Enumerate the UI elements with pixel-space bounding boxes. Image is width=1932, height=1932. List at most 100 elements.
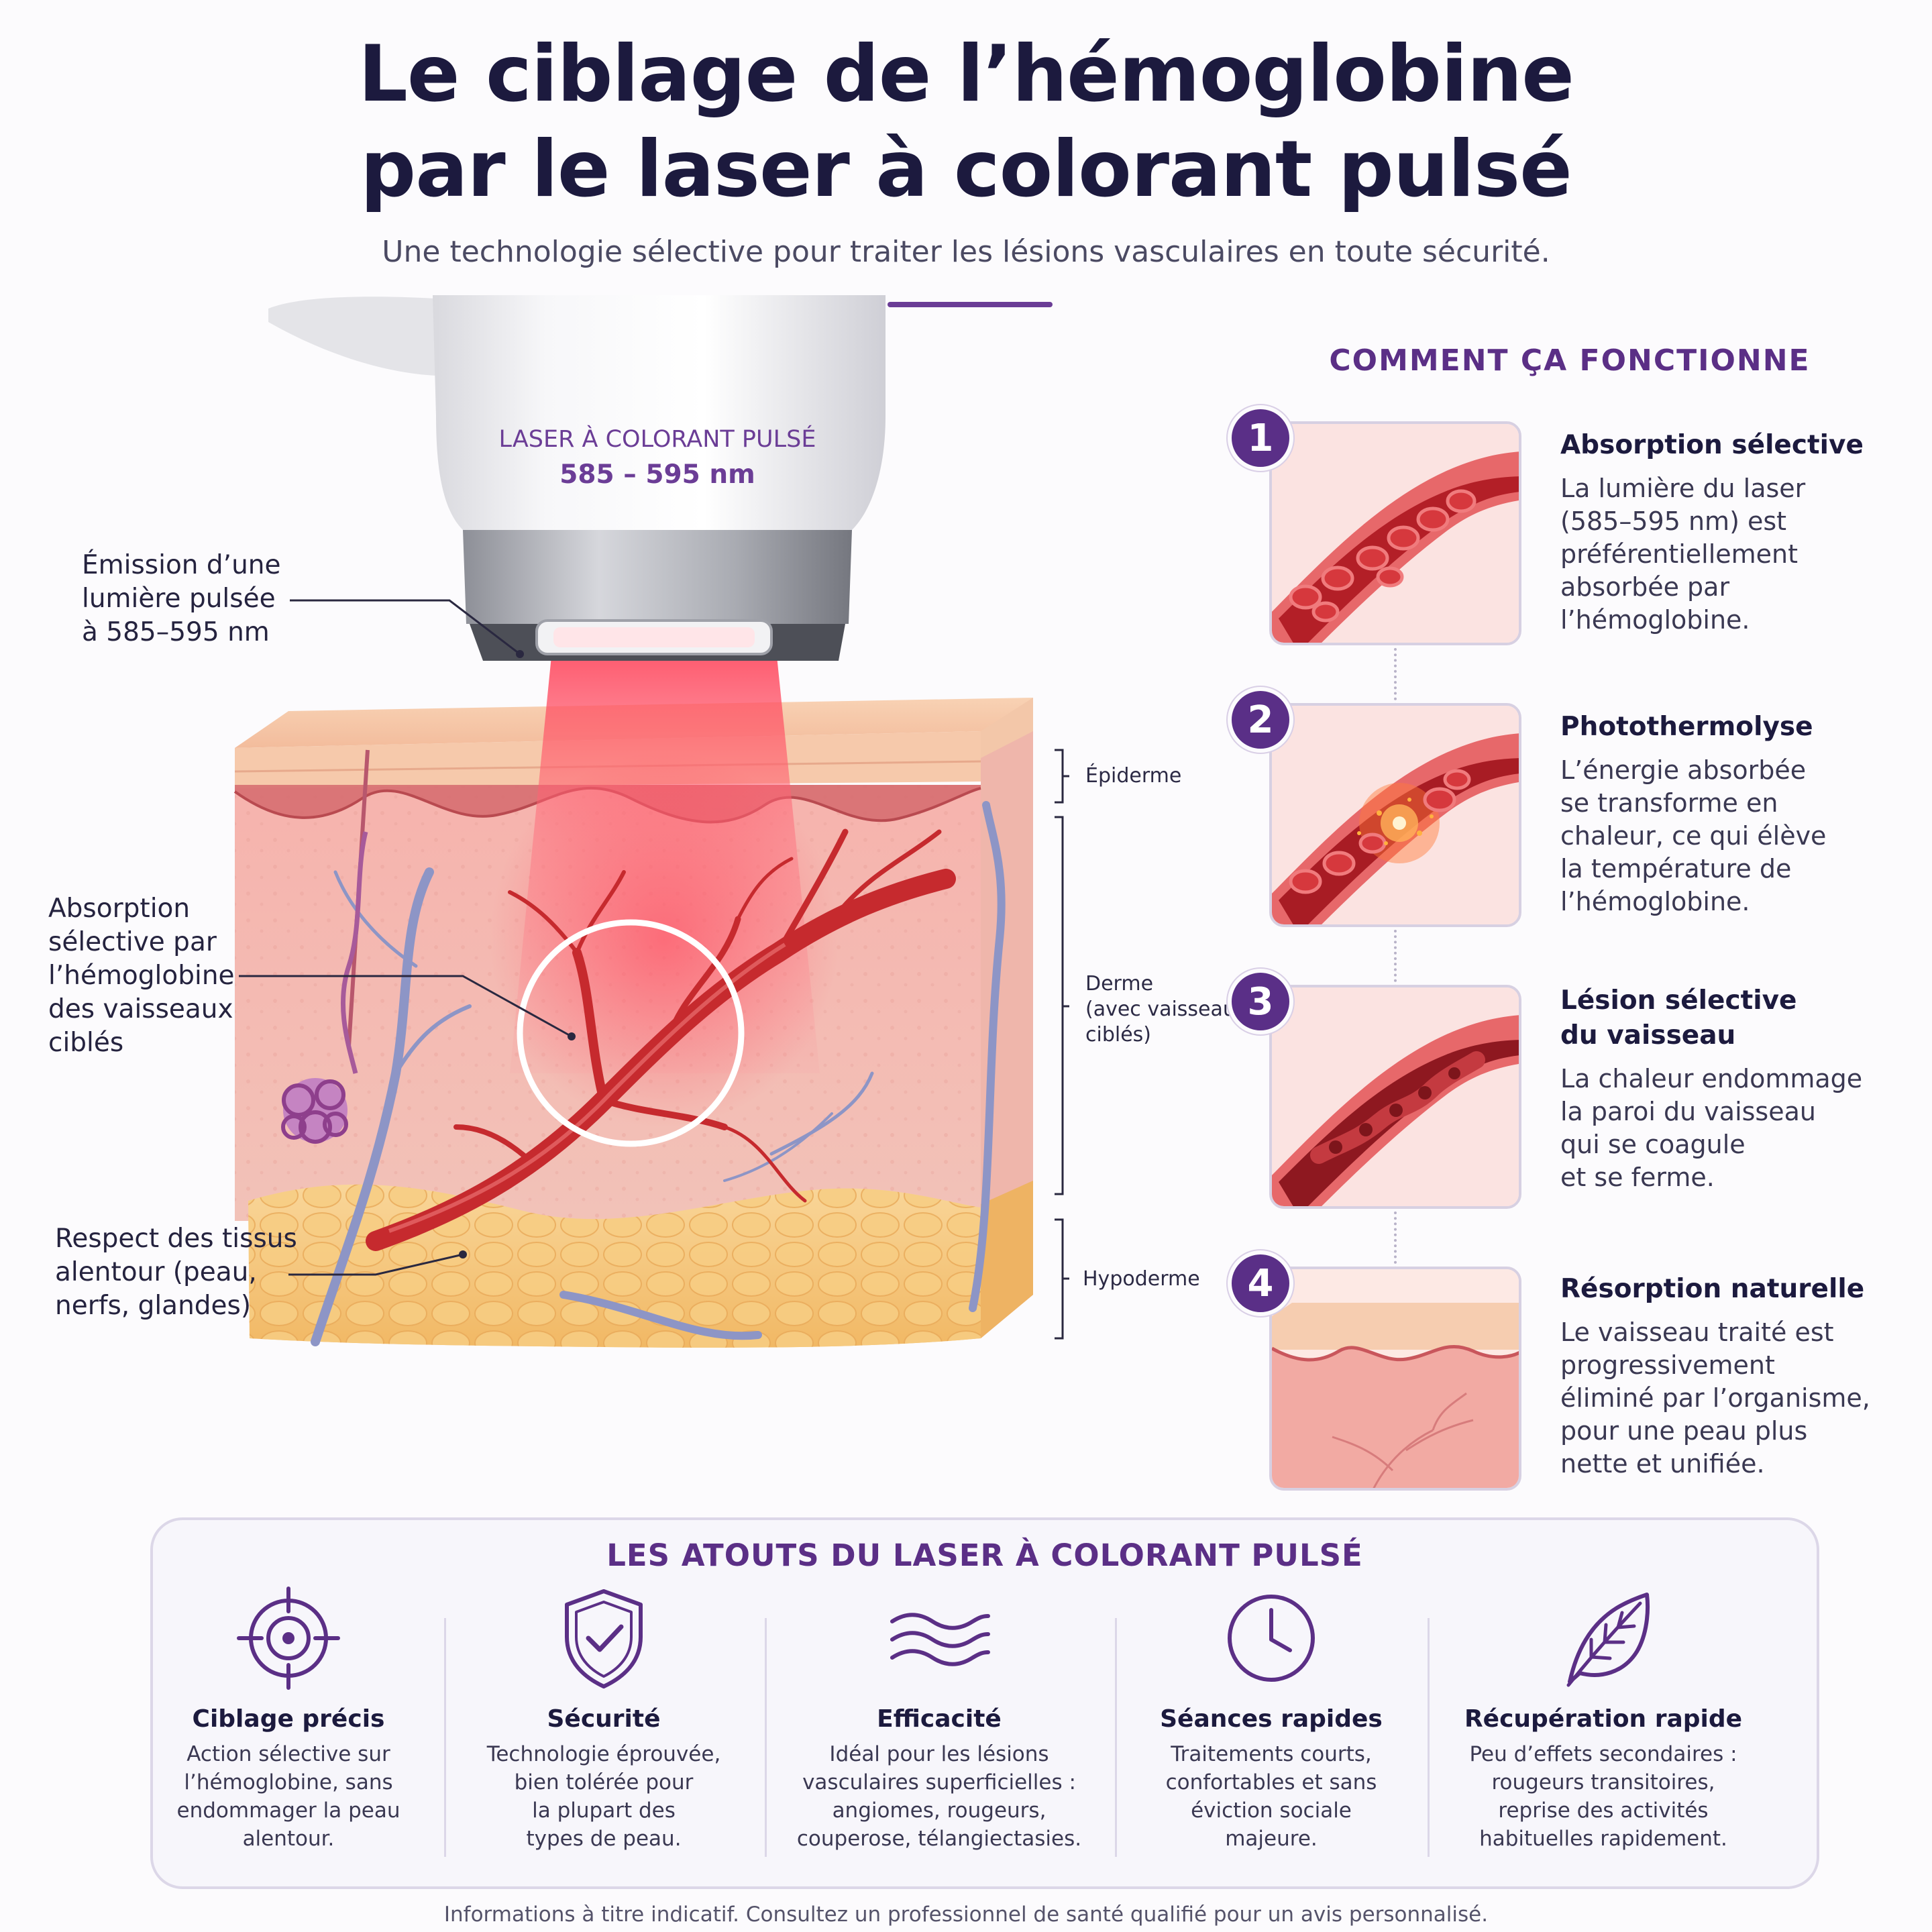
- page-subtitle: Une technologie sélective pour traiter l…: [382, 235, 1550, 269]
- callout-absorption-line: l’hémoglobine: [48, 961, 235, 991]
- step-4-text-line: éliminé par l’organisme,: [1560, 1383, 1870, 1413]
- advantage-text-line: angiomes, rougeurs,: [832, 1799, 1046, 1823]
- advantage-title: Ciblage précis: [192, 1705, 385, 1733]
- layer-label-dermis-line: (avec vaisseaux: [1085, 998, 1248, 1021]
- advantage-text-line: endommager la peau: [176, 1799, 400, 1823]
- steps-heading: COMMENT ÇA FONCTIONNE: [1329, 343, 1811, 378]
- step-2-text-line: L’énergie absorbée: [1560, 755, 1807, 785]
- step-4-image: [1269, 1267, 1521, 1491]
- step-4-text-line: progressivement: [1560, 1350, 1775, 1380]
- advantage-quick-sessions: Séances rapides Traitements courts, conf…: [1134, 1585, 1409, 1866]
- advantage-text-line: éviction sociale: [1191, 1799, 1352, 1823]
- callout-respect-line: nerfs, glandes): [55, 1291, 252, 1321]
- callout-respect-line: alentour (peau,: [55, 1257, 257, 1287]
- step-3-number-badge: 3: [1228, 969, 1293, 1034]
- step-connector: [1394, 1212, 1397, 1269]
- callout-emission-line: lumière pulsée: [82, 584, 276, 614]
- advantage-text-line: reprise des activités: [1498, 1799, 1709, 1823]
- step-1-text-line: La lumière du laser: [1560, 474, 1806, 503]
- advantage-text-line: vasculaires superficielles :: [802, 1770, 1076, 1794]
- step-connector: [1394, 648, 1397, 706]
- advantages-panel: [150, 1517, 1819, 1889]
- callout-absorption-line: sélective par: [48, 927, 217, 957]
- step-2-text-line: l’hémoglobine.: [1560, 887, 1750, 916]
- callout-absorption-line: ciblés: [48, 1028, 124, 1058]
- step-3-title-line: Lésion sélective: [1560, 985, 1797, 1016]
- callout-emission-line: à 585–595 nm: [82, 617, 270, 647]
- callout-absorption: Absorption sélective par l’hémoglobine d…: [48, 892, 235, 1060]
- advantage-text-line: Technologie éprouvée,: [486, 1742, 721, 1766]
- step-3-image: [1269, 985, 1521, 1209]
- layer-label-hypodermis: Hypoderme: [1083, 1267, 1200, 1291]
- advantage-text-line: Action sélective sur: [186, 1742, 390, 1766]
- advantage-text-line: Idéal pour les lésions: [829, 1742, 1049, 1766]
- advantage-text-line: rougeurs transitoires,: [1491, 1770, 1715, 1794]
- blue-veins: [311, 801, 1006, 1346]
- advantage-separator: [1115, 1618, 1117, 1857]
- callout-absorption-line: des vaisseaux: [48, 994, 233, 1024]
- advantage-text-line: Traitements courts,: [1171, 1742, 1372, 1766]
- advantage-text: Peu d’effets secondaires : rougeurs tran…: [1442, 1740, 1764, 1853]
- advantage-text: Technologie éprouvée, bien tolérée pour …: [470, 1740, 738, 1853]
- advantage-text-line: majeure.: [1225, 1827, 1318, 1851]
- layer-label-dermis-line: Derme: [1085, 972, 1154, 996]
- step-4-text-line: nette et unifiée.: [1560, 1449, 1765, 1479]
- title-underline-divider: [888, 302, 1053, 307]
- callout-respect-line: Respect des tissus: [55, 1224, 297, 1254]
- advantage-precise-targeting: Ciblage précis Action sélective sur l’hé…: [157, 1585, 420, 1866]
- step-1-text-line: l’hémoglobine.: [1560, 605, 1750, 635]
- advantage-efficacy: Efficacité Idéal pour les lésions vascul…: [778, 1585, 1100, 1866]
- advantage-title: Efficacité: [877, 1705, 1002, 1733]
- step-4-text-line: pour une peau plus: [1560, 1416, 1808, 1446]
- advantage-text-line: Peu d’effets secondaires :: [1469, 1742, 1737, 1766]
- callout-leader-lines: [239, 599, 572, 1276]
- device-label-name: LASER À COLORANT PULSÉ: [498, 426, 816, 453]
- step-3-text-line: La chaleur endommage: [1560, 1064, 1863, 1093]
- step-1-text-line: (585–595 nm) est: [1560, 506, 1787, 536]
- layer-label-epidermis: Épiderme: [1085, 764, 1182, 788]
- advantage-text-line: alentour.: [242, 1827, 335, 1851]
- step-3-title-line: du vaisseau: [1560, 1020, 1736, 1051]
- step-2-number-badge: 2: [1228, 687, 1293, 753]
- skin-cross-section-illustration: [233, 295, 1069, 1348]
- advantage-text-line: habituelles rapidement.: [1479, 1827, 1727, 1851]
- advantage-title: Séances rapides: [1160, 1705, 1383, 1733]
- step-2-text-line: chaleur, ce qui élève: [1560, 821, 1827, 851]
- advantage-text-line: couperose, télangiectasies.: [796, 1827, 1082, 1851]
- target-icon: [237, 1587, 340, 1690]
- step-3-text-line: et se ferme.: [1560, 1163, 1715, 1192]
- shield-check-icon: [565, 1589, 643, 1688]
- step-connector: [1394, 930, 1397, 987]
- advantage-title: Sécurité: [547, 1705, 661, 1733]
- step-2-image: [1269, 703, 1521, 927]
- layer-label-dermis: Derme (avec vaisseaux ciblés): [1085, 971, 1248, 1048]
- advantage-separator: [765, 1618, 767, 1857]
- step-3-text-block: Lésion sélective du vaisseau La chaleur …: [1560, 983, 1862, 1194]
- step-4-number-badge: 4: [1228, 1250, 1293, 1316]
- laser-handpiece-device: [268, 295, 885, 661]
- step-3-text-line: qui se coagule: [1560, 1130, 1746, 1159]
- clock-icon: [1228, 1595, 1315, 1682]
- page-title-line-1: Le ciblage de l’hémoglobine: [358, 29, 1574, 119]
- step-1-text-line: absorbée par: [1560, 572, 1730, 602]
- advantage-text-line: la plupart des: [532, 1799, 676, 1823]
- layer-brackets: [1055, 749, 1069, 1340]
- epidermis-basal-layer: [235, 785, 981, 822]
- device-label: LASER À COLORANT PULSÉ 585 – 595 nm: [470, 426, 845, 490]
- callout-absorption-line: Absorption: [48, 894, 191, 924]
- page-title-line-2: par le laser à colorant pulsé: [360, 124, 1572, 215]
- advantage-quick-recovery: Récupération rapide Peu d’effets seconda…: [1442, 1585, 1764, 1866]
- leaf-icon: [1566, 1593, 1650, 1687]
- page-title: Le ciblage de l’hémoglobine par le laser…: [0, 27, 1932, 217]
- advantage-text-line: types de peau.: [526, 1827, 682, 1851]
- advantage-text: Idéal pour les lésions vasculaires super…: [778, 1740, 1100, 1853]
- step-4-text-block: Résorption naturelle Le vaisseau traité …: [1560, 1272, 1870, 1481]
- advantage-text-line: confortables et sans: [1165, 1770, 1377, 1794]
- advantage-text-line: l’hémoglobine, sans: [184, 1770, 393, 1794]
- callout-emission: Émission d’une lumière pulsée à 585–595 …: [82, 549, 281, 649]
- step-4-title: Résorption naturelle: [1560, 1274, 1865, 1304]
- step-2-text-block: Photothermolyse L’énergie absorbée se tr…: [1560, 710, 1826, 918]
- advantage-text: Traitements courts, confortables et sans…: [1134, 1740, 1409, 1853]
- advantage-separator: [1428, 1618, 1430, 1857]
- waves-icon: [890, 1613, 990, 1666]
